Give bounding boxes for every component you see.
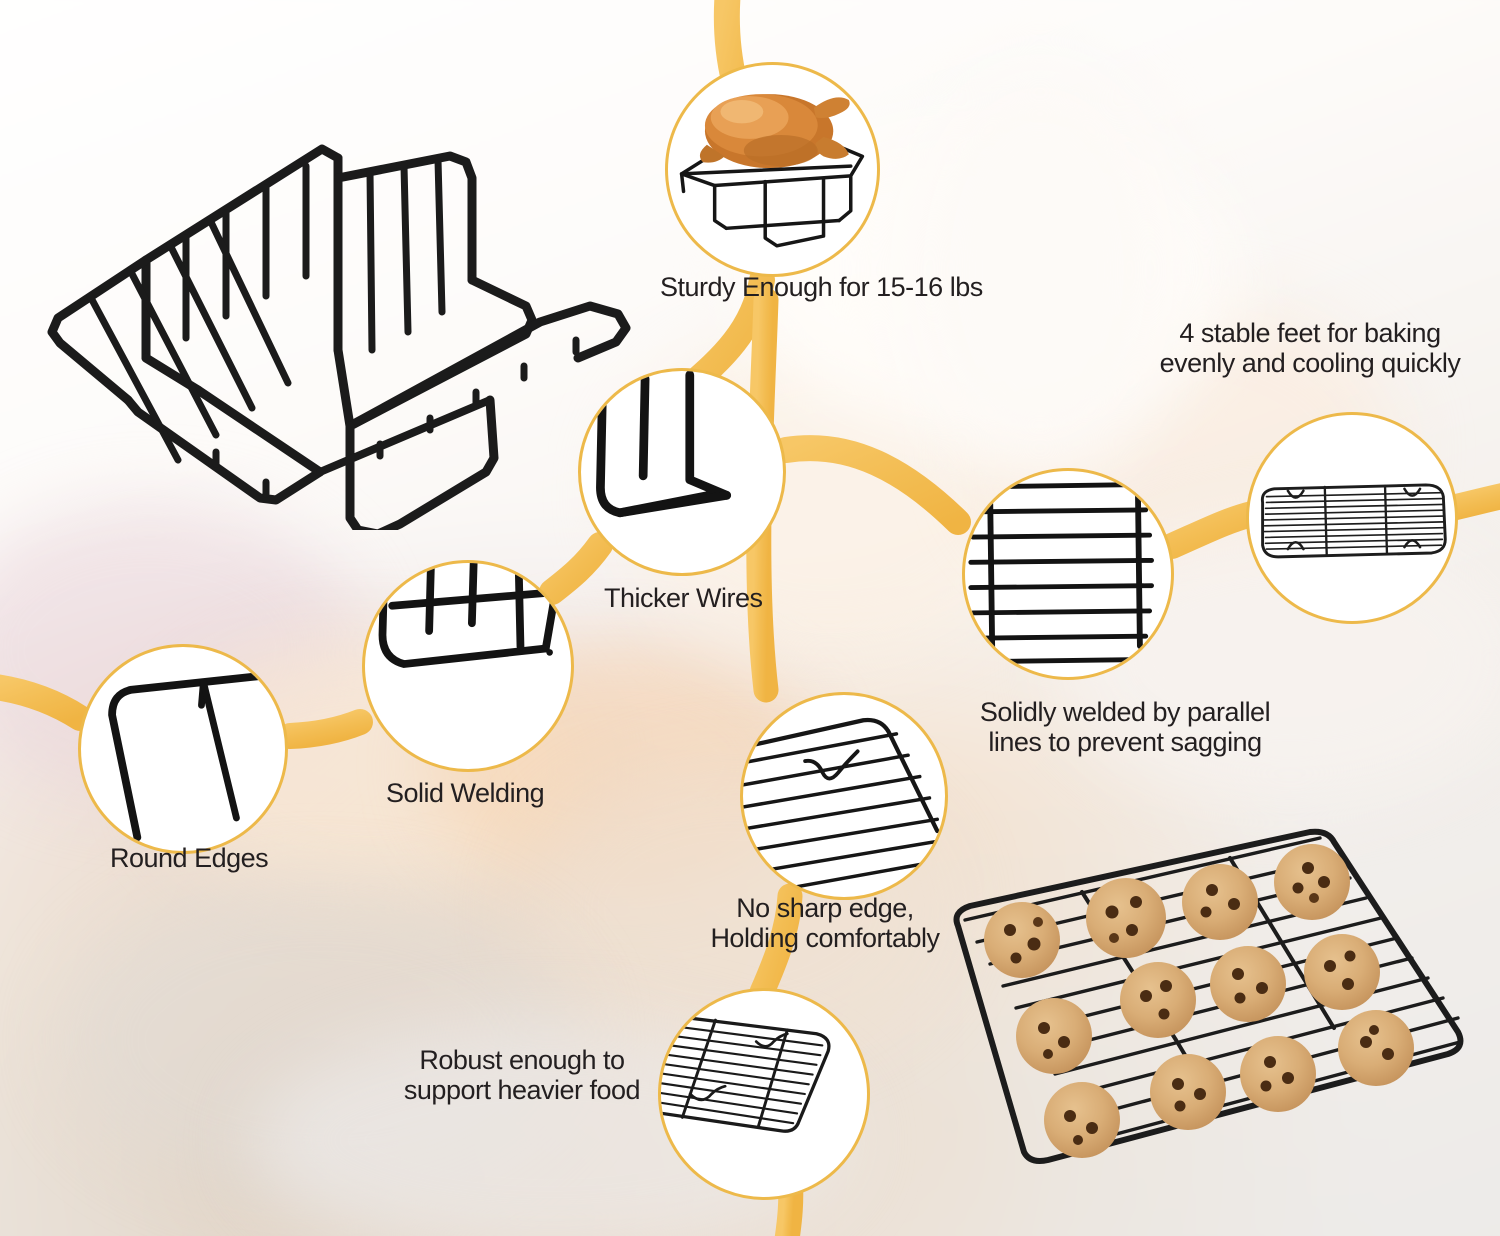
feature-bubble-no-sharp-edge <box>740 692 948 900</box>
cookies-on-cooling-rack <box>930 820 1490 1220</box>
feature-bubble-robust <box>658 988 870 1200</box>
caption-welded-parallel: Solidly welded by parallel lines to prev… <box>979 697 1271 758</box>
caption-round-edges: Round Edges <box>110 843 269 873</box>
feature-bubble-thicker-wires <box>578 368 786 576</box>
caption-robust: Robust enough to support heavier food <box>403 1045 641 1106</box>
feature-bubble-welded-parallel <box>962 468 1174 680</box>
caption-no-sharp-edge: No sharp edge, Holding comfortably <box>710 893 940 954</box>
caption-solid-welding: Solid Welding <box>386 778 545 808</box>
feature-bubble-solid-welding <box>362 560 574 772</box>
caption-thicker-wires: Thicker Wires <box>604 583 763 613</box>
feature-bubble-stable-feet <box>1246 412 1458 624</box>
feature-bubble-round-edges <box>78 644 288 854</box>
caption-sturdy: Sturdy Enough for 15-16 lbs <box>660 272 983 302</box>
hero-product-image <box>20 100 650 539</box>
feature-bubble-sturdy <box>665 62 880 277</box>
caption-stable-feet: 4 stable feet for baking evenly and cool… <box>1159 318 1461 379</box>
